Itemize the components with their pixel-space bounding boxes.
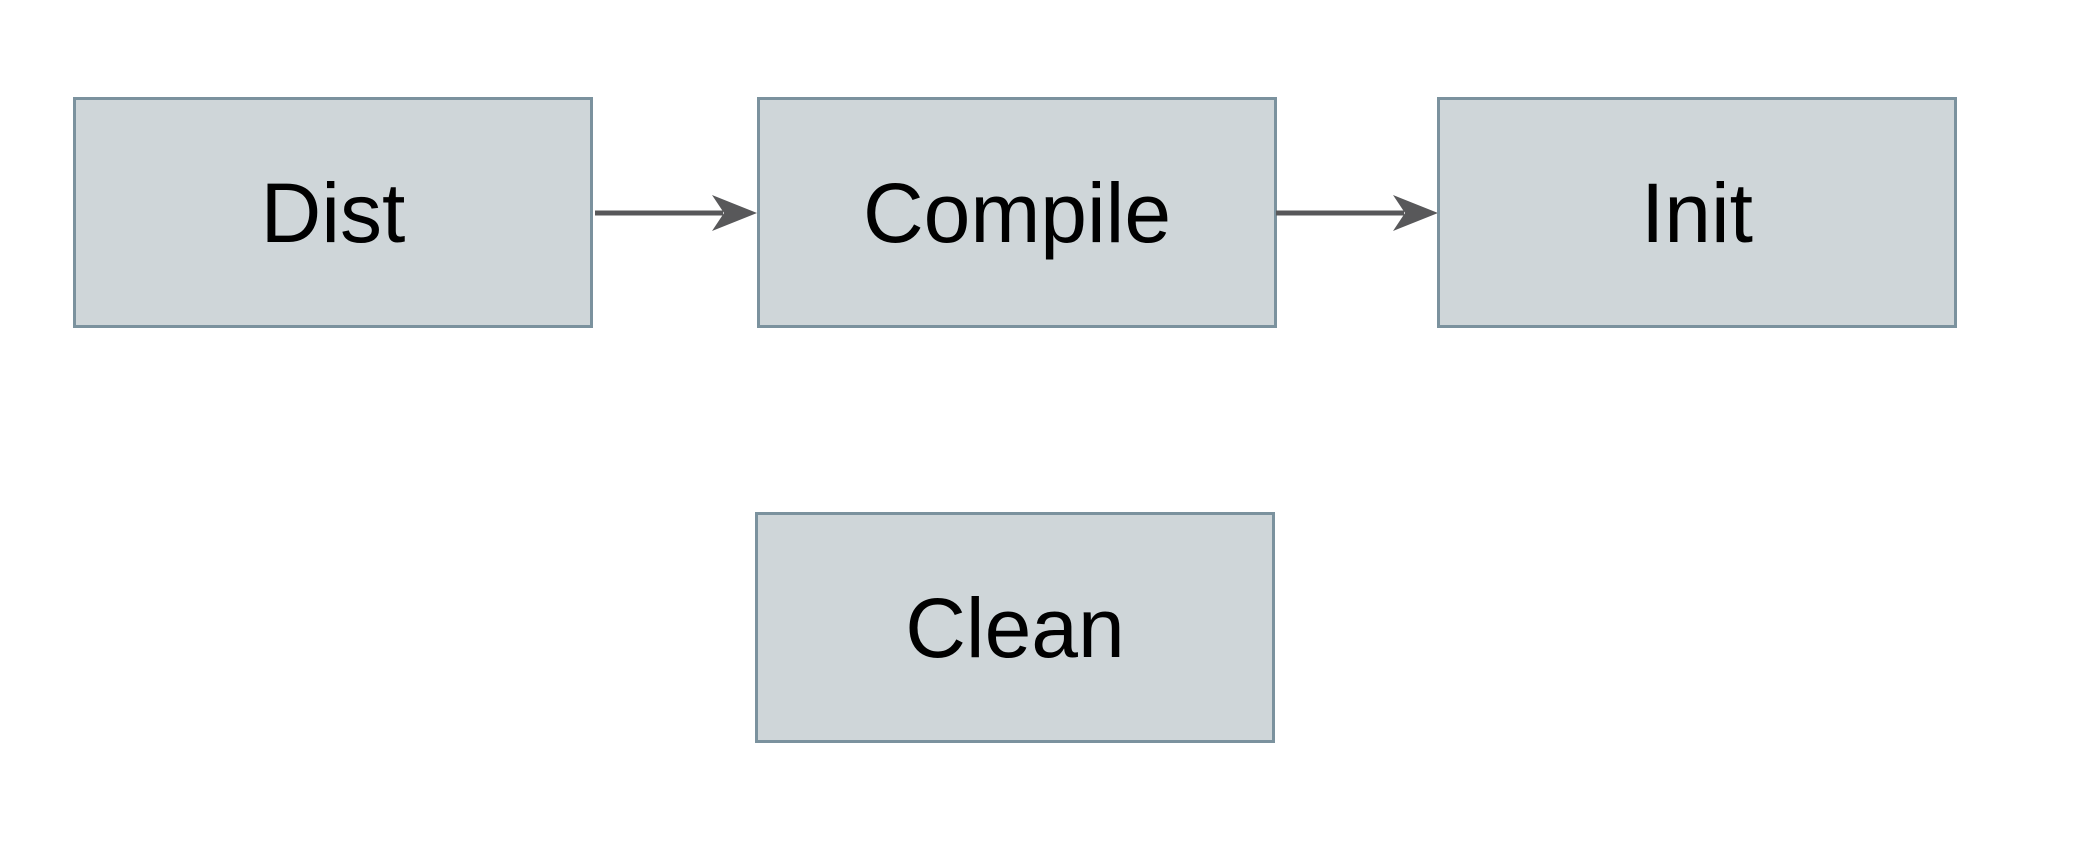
node-clean[interactable]: Clean <box>755 512 1275 743</box>
arrowhead-icon <box>712 195 757 231</box>
arrow-compile-to-init[interactable] <box>1276 191 1438 235</box>
arrow-shaft <box>595 210 723 216</box>
node-dist[interactable]: Dist <box>73 97 593 328</box>
node-compile[interactable]: Compile <box>757 97 1277 328</box>
arrow-dist-to-compile[interactable] <box>595 191 757 235</box>
node-init-label: Init <box>1640 165 1754 260</box>
node-init[interactable]: Init <box>1437 97 1957 328</box>
arrow-shaft <box>1276 210 1404 216</box>
node-compile-label: Compile <box>862 165 1172 260</box>
arrowhead-icon <box>1393 195 1438 231</box>
node-clean-label: Clean <box>905 580 1125 675</box>
node-dist-label: Dist <box>260 165 406 260</box>
